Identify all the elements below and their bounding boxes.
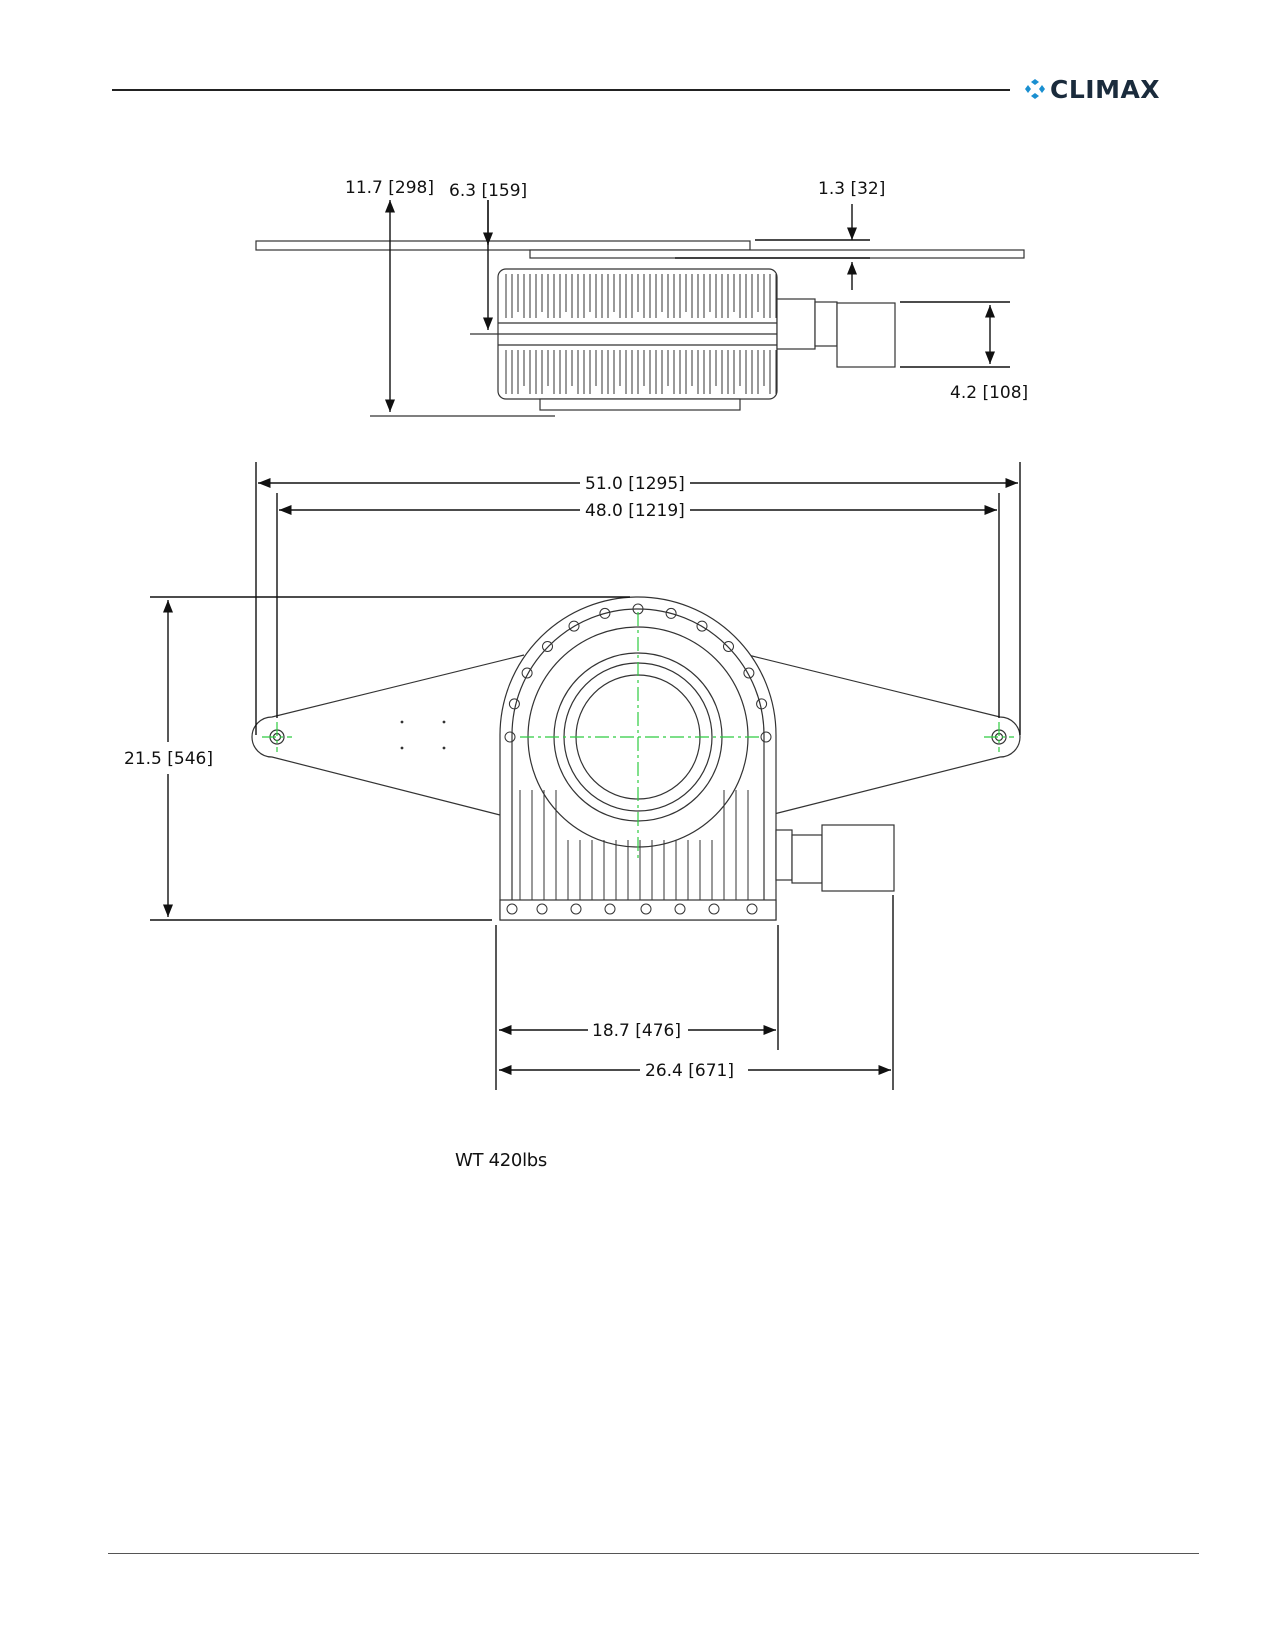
dim-overall-height: 11.7 [298]: [345, 178, 434, 198]
dim-pivot-spacing: 48.0 [1219]: [585, 501, 685, 521]
centerlines: [262, 612, 1014, 860]
housing-bolt: [521, 667, 533, 679]
housing-bolt: [743, 667, 755, 679]
base-bolt: [708, 903, 720, 915]
housing-bolt: [760, 731, 772, 743]
base-bolt: [604, 903, 616, 915]
housing-bolt: [542, 641, 553, 652]
top-view: [251, 596, 1021, 921]
base-bolt: [640, 903, 652, 915]
dim-body-width: 18.7 [476]: [592, 1021, 681, 1041]
header-rule: [112, 89, 1010, 91]
dim-plate-offset: 1.3 [32]: [818, 179, 885, 199]
housing-bolt: [568, 620, 580, 632]
footer-rule: [108, 1553, 1199, 1554]
side-view-dimensions: [384, 200, 1010, 412]
brand-name: CLIMAX: [1050, 74, 1161, 104]
base-bolt: [746, 903, 758, 915]
drum-fins: [505, 274, 777, 394]
base-bolt: [506, 903, 518, 915]
dim-motor-width: 26.4 [671]: [645, 1061, 734, 1081]
top-view-dimensions: [150, 462, 1021, 1090]
dim-center-height: 6.3 [159]: [449, 181, 527, 201]
brand-logo: CLIMAX: [1024, 74, 1161, 104]
housing-bolt: [696, 620, 708, 632]
base-bolt: [536, 903, 548, 915]
dim-depth: 21.5 [546]: [124, 749, 213, 769]
housing-bolt: [508, 698, 520, 710]
housing-bolt: [504, 731, 516, 743]
weight-note: WT 420lbs: [455, 1150, 547, 1171]
dim-motor-height: 4.2 [108]: [950, 383, 1028, 403]
housing-bolt: [665, 607, 677, 619]
dim-overall-width: 51.0 [1295]: [585, 474, 685, 494]
climax-logo-mark-icon: [1025, 79, 1045, 99]
base-bolt: [570, 903, 582, 915]
housing-bolt: [756, 698, 768, 710]
housing-bolt: [599, 607, 611, 619]
base-bolt: [674, 903, 686, 915]
side-view: [255, 240, 1025, 417]
housing-bolt: [723, 641, 734, 652]
